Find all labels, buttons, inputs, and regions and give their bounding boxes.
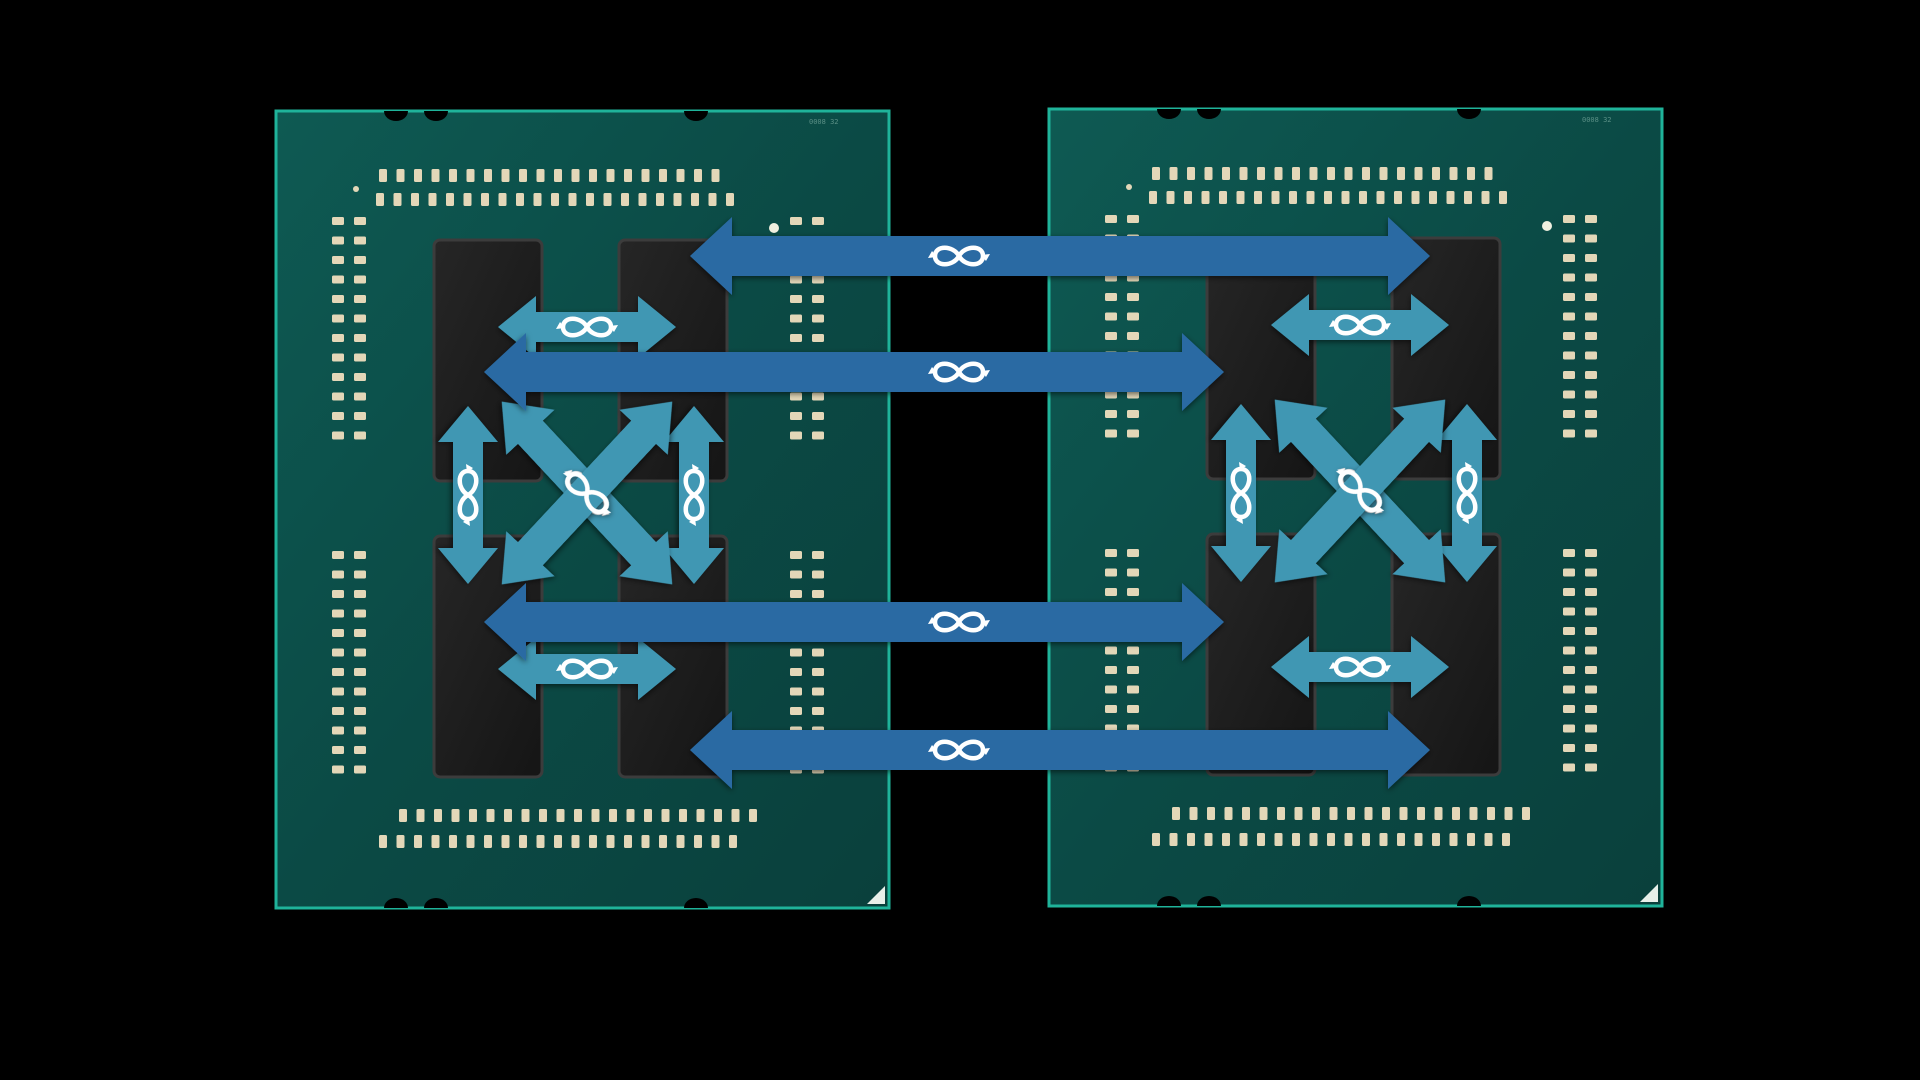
capacitor-column-right bbox=[1563, 549, 1597, 772]
package-notch bbox=[424, 111, 448, 121]
capacitor-row-bottom bbox=[1172, 807, 1530, 820]
link-arrow bbox=[1271, 294, 1449, 356]
capacitor-row-top bbox=[379, 169, 720, 182]
inter-package-links bbox=[484, 217, 1430, 789]
link-arrow bbox=[1437, 404, 1497, 582]
pin1-marker bbox=[867, 886, 885, 904]
package-notch bbox=[424, 898, 448, 908]
package-notch bbox=[1157, 109, 1181, 119]
package-notch bbox=[684, 111, 708, 121]
package-notch bbox=[384, 898, 408, 908]
package-notch bbox=[1457, 896, 1481, 906]
package-left: 0008 32 bbox=[274, 109, 891, 910]
intra-package-links bbox=[1211, 294, 1497, 698]
inter-socket-link-arrow bbox=[690, 711, 1430, 789]
pin1-marker bbox=[1640, 884, 1658, 902]
link-arrow bbox=[498, 638, 676, 700]
intra-package-links bbox=[438, 296, 724, 700]
fiducial bbox=[353, 186, 359, 192]
inter-socket-link-arrow bbox=[484, 333, 1224, 411]
link-arrow bbox=[501, 401, 673, 585]
inter-socket-link-arrow bbox=[484, 583, 1224, 661]
package-marking: 0008 32 bbox=[809, 118, 839, 126]
fiducial bbox=[1126, 184, 1132, 190]
package-right: 0008 32 bbox=[1047, 107, 1664, 908]
fiducial bbox=[1542, 221, 1552, 231]
capacitor-row-bottom bbox=[399, 809, 757, 822]
fiducial bbox=[769, 223, 779, 233]
packages-layer: 0008 32 0008 32 bbox=[274, 107, 1664, 910]
link-arrow bbox=[498, 296, 676, 358]
capacitor-row-top bbox=[1152, 167, 1493, 180]
package-marking: 0008 32 bbox=[1582, 116, 1612, 124]
link-arrow bbox=[1274, 399, 1446, 583]
link-arrow bbox=[1211, 404, 1271, 582]
capacitor-row-top bbox=[376, 193, 734, 206]
capacitor-row-bottom bbox=[1152, 833, 1510, 846]
capacitor-column-left bbox=[332, 217, 366, 440]
capacitor-row-bottom bbox=[379, 835, 737, 848]
capacitor-column-right bbox=[1563, 215, 1597, 438]
link-arrow bbox=[664, 406, 724, 584]
package-notch bbox=[1157, 896, 1181, 906]
package-notch bbox=[684, 898, 708, 908]
package-notch bbox=[1197, 896, 1221, 906]
inter-socket-link-arrow bbox=[690, 217, 1430, 295]
capacitor-column-left bbox=[332, 551, 366, 774]
capacitor-row-top bbox=[1149, 191, 1507, 204]
package-notch bbox=[1457, 109, 1481, 119]
package-notch bbox=[384, 111, 408, 121]
link-arrow bbox=[438, 406, 498, 584]
package-notch bbox=[1197, 109, 1221, 119]
link-arrow bbox=[1271, 636, 1449, 698]
